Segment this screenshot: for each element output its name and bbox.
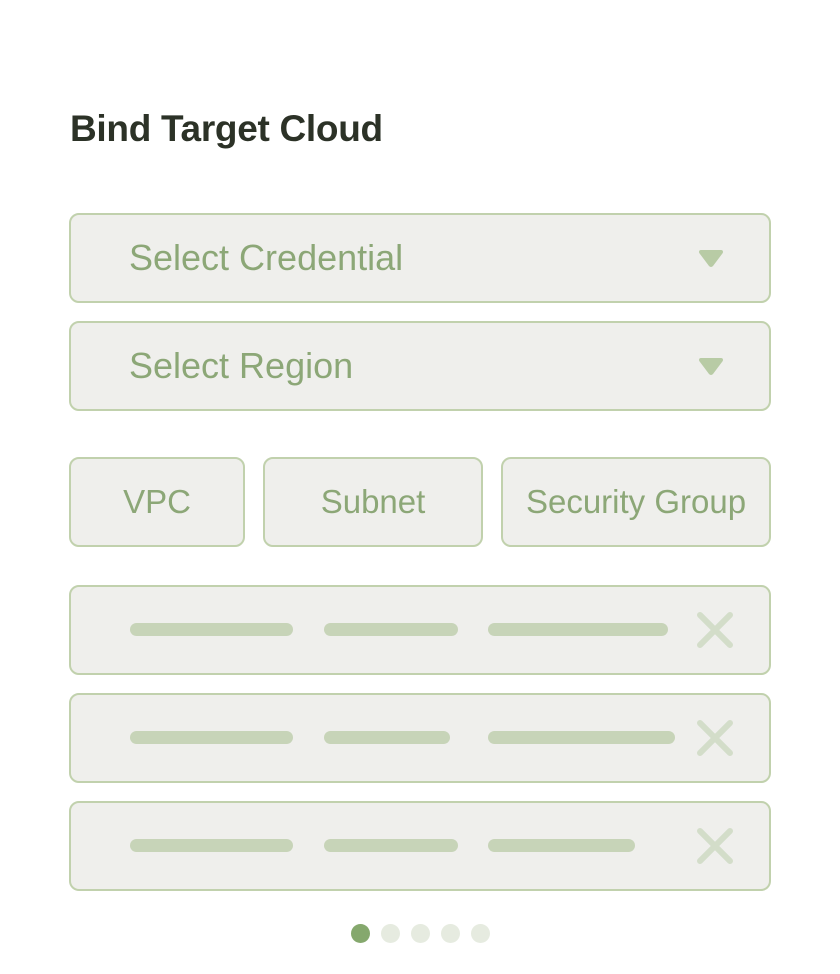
list-item: [69, 801, 771, 891]
page-dot-active[interactable]: [351, 924, 370, 943]
placeholder-bar: [324, 623, 458, 636]
list-item: [69, 693, 771, 783]
pagination-dots: [351, 924, 490, 943]
credential-dropdown-label: Select Credential: [129, 237, 404, 278]
security-group-chip-label: Security Group: [525, 483, 747, 520]
placeholder-bar: [324, 731, 450, 744]
placeholder-bar: [488, 731, 675, 744]
region-dropdown[interactable]: Select Region: [69, 321, 771, 411]
close-icon[interactable]: [695, 610, 735, 650]
caret-down-icon: [699, 250, 723, 267]
placeholder-bar: [130, 731, 293, 744]
placeholder-bar: [130, 623, 293, 636]
caret-down-icon: [699, 358, 723, 375]
subnet-chip[interactable]: Subnet: [263, 457, 483, 547]
page-title: Bind Target Cloud: [70, 108, 383, 149]
page-dot[interactable]: [471, 924, 490, 943]
placeholder-bar: [488, 623, 668, 636]
region-dropdown-label: Select Region: [129, 345, 354, 386]
vpc-chip-label: VPC: [123, 483, 191, 520]
placeholder-bar: [324, 839, 458, 852]
security-group-chip[interactable]: Security Group: [501, 457, 771, 547]
placeholder-bar: [488, 839, 635, 852]
list-item: [69, 585, 771, 675]
close-icon[interactable]: [695, 826, 735, 866]
page-dot[interactable]: [381, 924, 400, 943]
vpc-chip[interactable]: VPC: [69, 457, 245, 547]
close-icon[interactable]: [695, 718, 735, 758]
placeholder-bar: [130, 839, 293, 852]
subnet-chip-label: Subnet: [320, 483, 426, 520]
page-dot[interactable]: [441, 924, 460, 943]
page-dot[interactable]: [411, 924, 430, 943]
credential-dropdown[interactable]: Select Credential: [69, 213, 771, 303]
